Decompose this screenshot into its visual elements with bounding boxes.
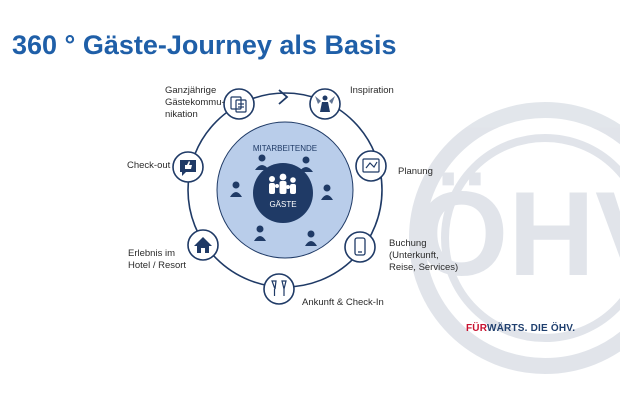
fairy-icon (315, 95, 335, 112)
step-node-ankunft (263, 273, 295, 305)
watermark-text: ÖHV (415, 167, 620, 301)
label-buchung-title: Buchung (389, 238, 427, 249)
label-checkout: Check-out (127, 160, 171, 171)
champagne-glasses-icon (271, 280, 287, 296)
step-node-erlebnis (187, 229, 219, 261)
label-kommunikation: Ganzjährige Gästekommu- nikation (165, 85, 225, 120)
staff-person-icon (321, 184, 333, 200)
oehv-watermark-logo: ÖHV (409, 102, 620, 374)
guests-label: GÄSTE (269, 200, 296, 209)
slogan-rest: WÄRTS. DIE ÖHV. (486, 323, 576, 334)
step-node-kommunikation (223, 88, 255, 120)
label-erlebnis: Erlebnis im Hotel / Resort (128, 248, 187, 271)
step-node-buchung (344, 231, 376, 263)
staff-label: MITARBEITENDE (253, 144, 317, 153)
map-plan-icon (362, 158, 380, 173)
label-ankunft: Ankunft & Check-In (302, 297, 384, 308)
staff-person-icon (255, 154, 269, 170)
slogan: FÜRWÄRTS. DIE ÖHV. (466, 323, 575, 334)
smartphone-icon (354, 237, 366, 256)
page-title: 360 ° Gäste-Journey als Basis (12, 30, 397, 60)
label-buchung: Buchung (Unterkunft, Reise, Services) (389, 238, 458, 274)
family-icon (269, 173, 296, 194)
label-planung: Planung (398, 166, 433, 177)
label-inspiration: Inspiration (350, 85, 394, 96)
step-node-inspiration (309, 88, 341, 120)
thumbs-up-chat-icon (180, 160, 196, 176)
slogan-accent: FÜR (466, 323, 487, 334)
chat-documents-icon (230, 96, 247, 113)
staff-person-icon (305, 230, 317, 246)
label-buchung-sub: (Unterkunft, Reise, Services) (389, 250, 459, 273)
staff-person-icon (254, 225, 266, 241)
chevron-right-icon (278, 89, 289, 105)
step-node-checkout (172, 151, 204, 183)
staff-person-icon (230, 181, 242, 197)
house-icon (194, 237, 212, 253)
staff-person-icon (299, 156, 313, 172)
step-node-planung (355, 150, 387, 182)
